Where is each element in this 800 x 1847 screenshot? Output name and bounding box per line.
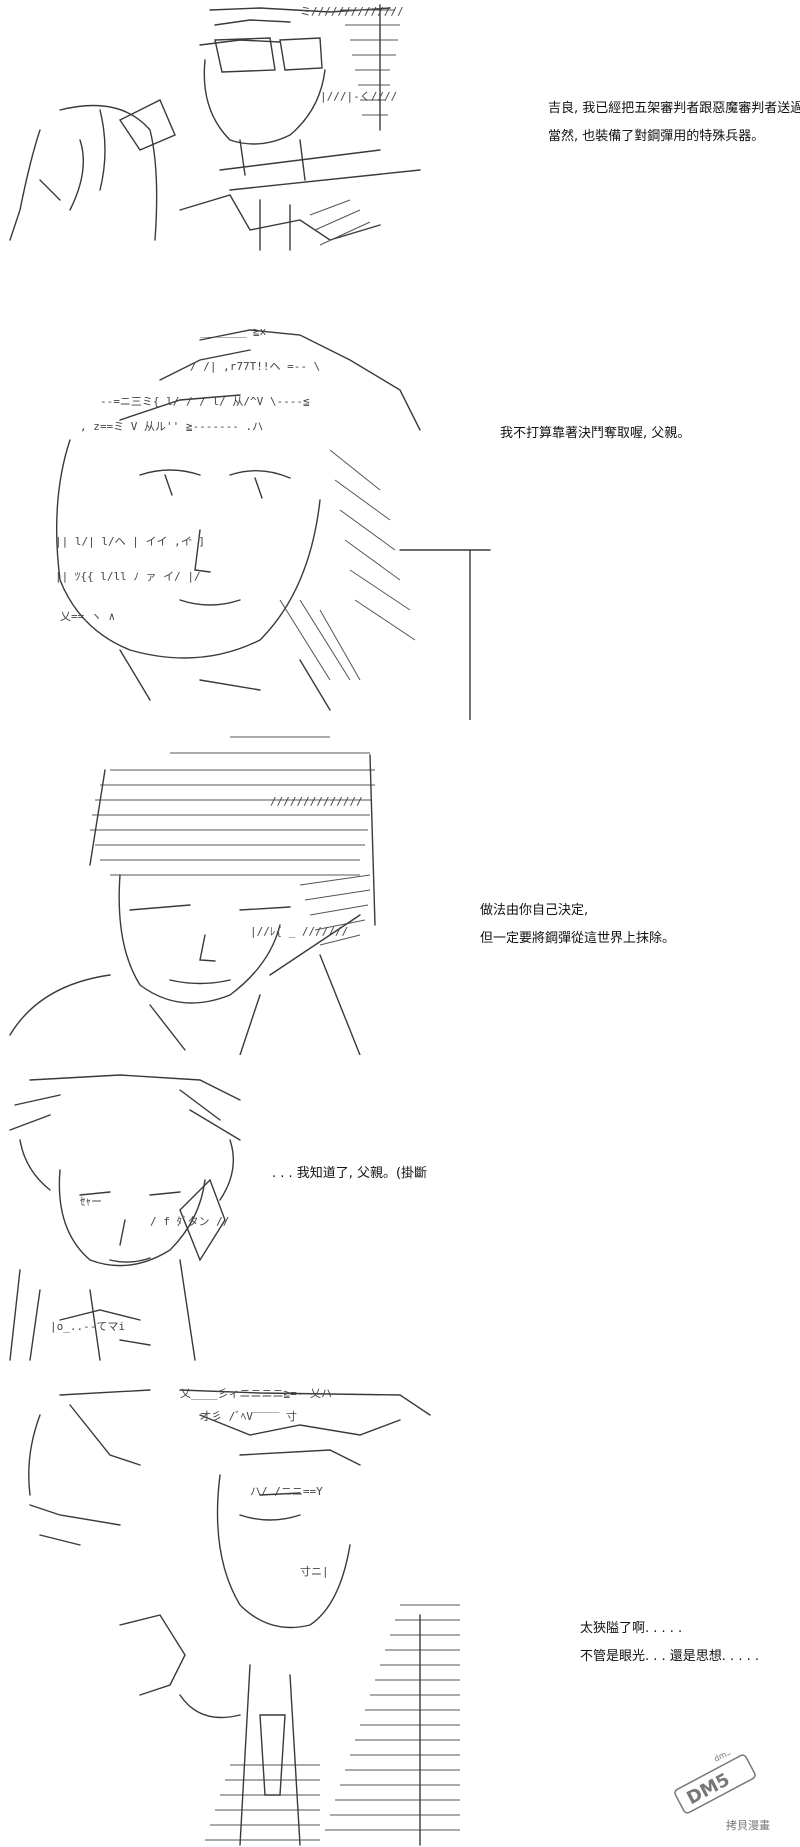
watermark: DM5 dm5.com 拷貝漫畫	[660, 1738, 770, 1833]
panel-2: _______ ≧x / /| ,r77T!!ヘ =-- \ --=ニ三ミ{ l…	[0, 300, 800, 720]
svg-text:ハ/ /ニニ==Y: ハ/ /ニニ==Y	[250, 1485, 323, 1498]
ascii-art-young-man-face: _______ ≧x / /| ,r77T!!ヘ =-- \ --=ニ三ミ{ l…	[0, 300, 510, 720]
svg-text://////////////: //////////////	[270, 795, 363, 808]
dialog-line: 當然, 也裝備了對鋼彈用的特殊兵器。	[548, 129, 765, 144]
svg-text:ｾｬー: ｾｬー	[80, 1195, 102, 1208]
svg-text:才彡 /ﾞﾍV‾‾‾‾ 寸: 才彡 /ﾞﾍV‾‾‾‾ 寸	[200, 1409, 297, 1423]
dialog-line: 但一定要將鋼彈從這世界上抹除。	[480, 931, 676, 946]
ascii-art-father-portrait: ////////////// |//ﾚ{ _ ///////	[0, 725, 480, 1055]
dialog-line: 吉良, 我已經把五架審判者跟惡魔審判者送過了,	[548, 101, 800, 116]
svg-text:ミ//////////////: ミ//////////////	[300, 5, 404, 18]
svg-text:|| l/| l/ヘ | イイ ,イ゙ ]: || l/| l/ヘ | イイ ,イ゙ ]	[55, 535, 205, 548]
panel-5-dialog: 太狹隘了啊. . . . . 不管是眼光. . . 還是思想. . . . .	[580, 1615, 759, 1671]
svg-text:|///|-く////: |///|-く////	[320, 90, 397, 103]
panel-1-dialog: 吉良, 我已經把五架審判者跟惡魔審判者送過了, 當然, 也裝備了對鋼彈用的特殊兵…	[548, 95, 800, 151]
ascii-art-masked-man-in-suit: 乂____彡ィニニニニ≧=- 乂ハ 才彡 /ﾞﾍV‾‾‾‾ 寸 ハ/ /ニニ==…	[0, 1375, 480, 1847]
svg-text:--=ニ三ミ{ l/ / / l/ 从/^V \----≦: --=ニ三ミ{ l/ / / l/ 从/^V \----≦	[100, 395, 310, 408]
ascii-art-young-man-on-phone: ｾｬー / f ﾀﾞタン // |o_..--てマi	[0, 1060, 260, 1370]
dialog-line: 太狹隘了啊. . . . .	[580, 1621, 683, 1636]
watermark-site: dm5.com	[713, 1753, 751, 1764]
svg-text:|//ﾚ{ _ ///////: |//ﾚ{ _ ///////	[250, 925, 348, 938]
dialog-line: 不管是眼光. . . 還是思想. . . . .	[580, 1649, 759, 1664]
panel-1: ミ////////////// |///|-く//// 吉良, 我已經把五架審判…	[0, 0, 800, 270]
svg-text:乂== ヽ ∧: 乂== ヽ ∧	[60, 610, 115, 623]
dialog-line: 我不打算靠著決鬥奪取喔, 父親。	[500, 426, 691, 441]
svg-text:乂____彡ィニニニニ≧=- 乂ハ: 乂____彡ィニニニニ≧=- 乂ハ	[180, 1387, 332, 1400]
ascii-art-glasses-man-holding-glass: ミ////////////// |///|-く////	[0, 0, 460, 270]
panel-3-dialog: 做法由你自己決定, 但一定要將鋼彈從這世界上抹除。	[480, 897, 675, 953]
dm5-logo-icon: DM5 dm5.com	[674, 1738, 756, 1814]
dialog-line: 做法由你自己決定,	[480, 903, 589, 918]
svg-text:|| ﾂ{{ l/ll ﾉ ァ イ/ |/: || ﾂ{{ l/ll ﾉ ァ イ/ |/	[55, 570, 201, 583]
svg-text:寸ニ|: 寸ニ|	[300, 1564, 329, 1578]
panel-5: 乂____彡ィニニニニ≧=- 乂ハ 才彡 /ﾞﾍV‾‾‾‾ 寸 ハ/ /ニニ==…	[0, 1375, 800, 1847]
dialog-line: . . . 我知道了, 父親。(掛斷	[272, 1166, 428, 1181]
svg-text:|o_..--てマi: |o_..--てマi	[50, 1320, 125, 1333]
svg-text:, z==ミ V 从ル'' ≧------- .ハ: , z==ミ V 从ル'' ≧------- .ハ	[80, 420, 263, 433]
panel-3: ////////////// |//ﾚ{ _ /////// 做法由你自己決定,…	[0, 725, 800, 1055]
watermark-logo: DM5	[683, 1769, 733, 1809]
panel-4-dialog: . . . 我知道了, 父親。(掛斷	[272, 1160, 427, 1188]
svg-text:/ f ﾀﾞタン //: / f ﾀﾞタン //	[150, 1215, 229, 1228]
svg-text:_______ ≧x: _______ ≧x	[200, 325, 267, 338]
watermark-caption: 拷貝漫畫	[726, 1819, 770, 1832]
svg-text:/ /| ,r77T!!ヘ =-- \: / /| ,r77T!!ヘ =-- \	[190, 360, 320, 373]
panel-4: ｾｬー / f ﾀﾞタン // |o_..--てマi . . . 我知道了, 父…	[0, 1060, 800, 1370]
panel-2-dialog: 我不打算靠著決鬥奪取喔, 父親。	[500, 420, 690, 448]
